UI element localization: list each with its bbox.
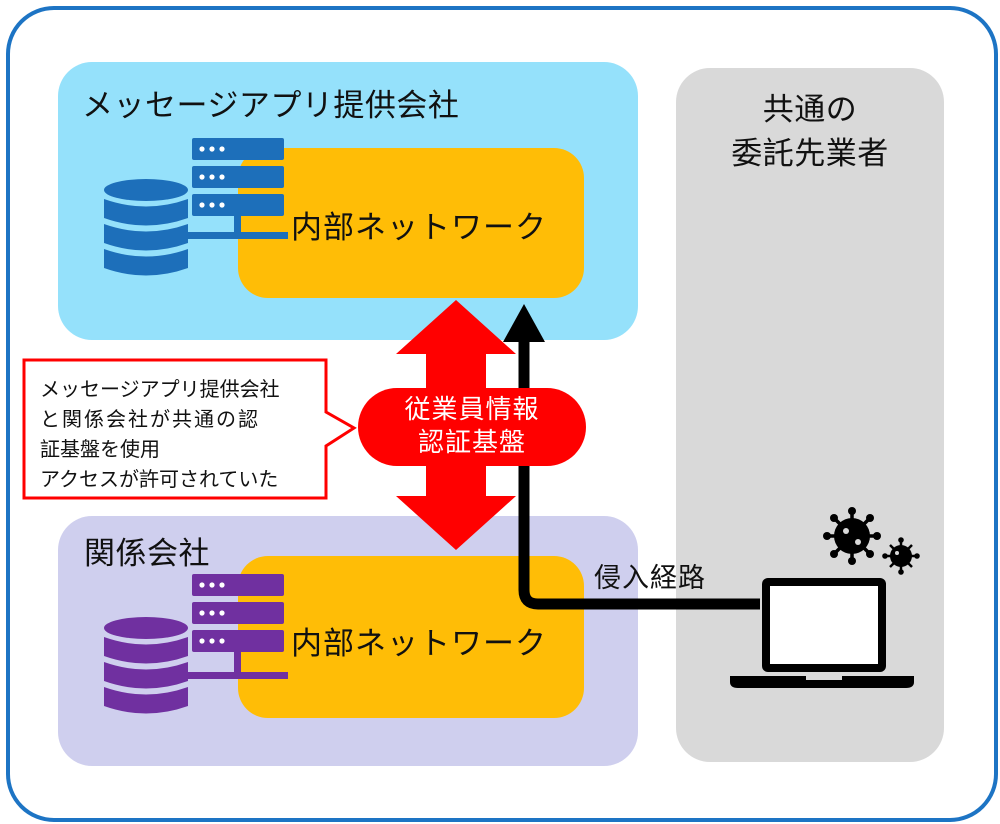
server-rack-icon [192,138,284,236]
intrusion-path-label: 侵入経路 [594,563,706,594]
callout-line: と関係会社が共通の認 [40,407,260,431]
callout-text: メッセージアプリ提供会社 と関係会社が共通の認 証基盤を使用 アクセスが許可され… [40,374,330,494]
database-icon [104,617,288,714]
callout-line: 証基盤を使用 [40,437,160,461]
laptop-icon [730,578,914,688]
message-internal-network [238,148,584,298]
auth-platform-line1: 従業員情報 [404,395,540,425]
database-icon [104,179,288,276]
callout-box [22,358,357,500]
intrusion-path-line [518,340,760,610]
contractor-title-line2: 委託先業者 [731,136,889,172]
related-company-title: 関係会社 [84,536,210,572]
virus-icon [823,507,881,565]
callout-line: メッセージアプリ提供会社 [40,377,280,401]
related-network-label: 内部ネットワーク [291,626,547,662]
intrusion-arrowhead [503,304,545,342]
virus-icon [882,537,920,575]
callout-line: アクセスが許可されていた [40,467,279,491]
contractor-title-line1: 共通の [762,92,858,128]
auth-platform-line2: 認証基盤 [417,428,526,458]
auth-platform-badge: 従業員情報 認証基盤 [358,388,586,466]
message-app-company-title: メッセージアプリ提供会社 [82,88,460,124]
message-network-label: 内部ネットワーク [291,210,547,246]
server-rack-icon [192,574,284,674]
